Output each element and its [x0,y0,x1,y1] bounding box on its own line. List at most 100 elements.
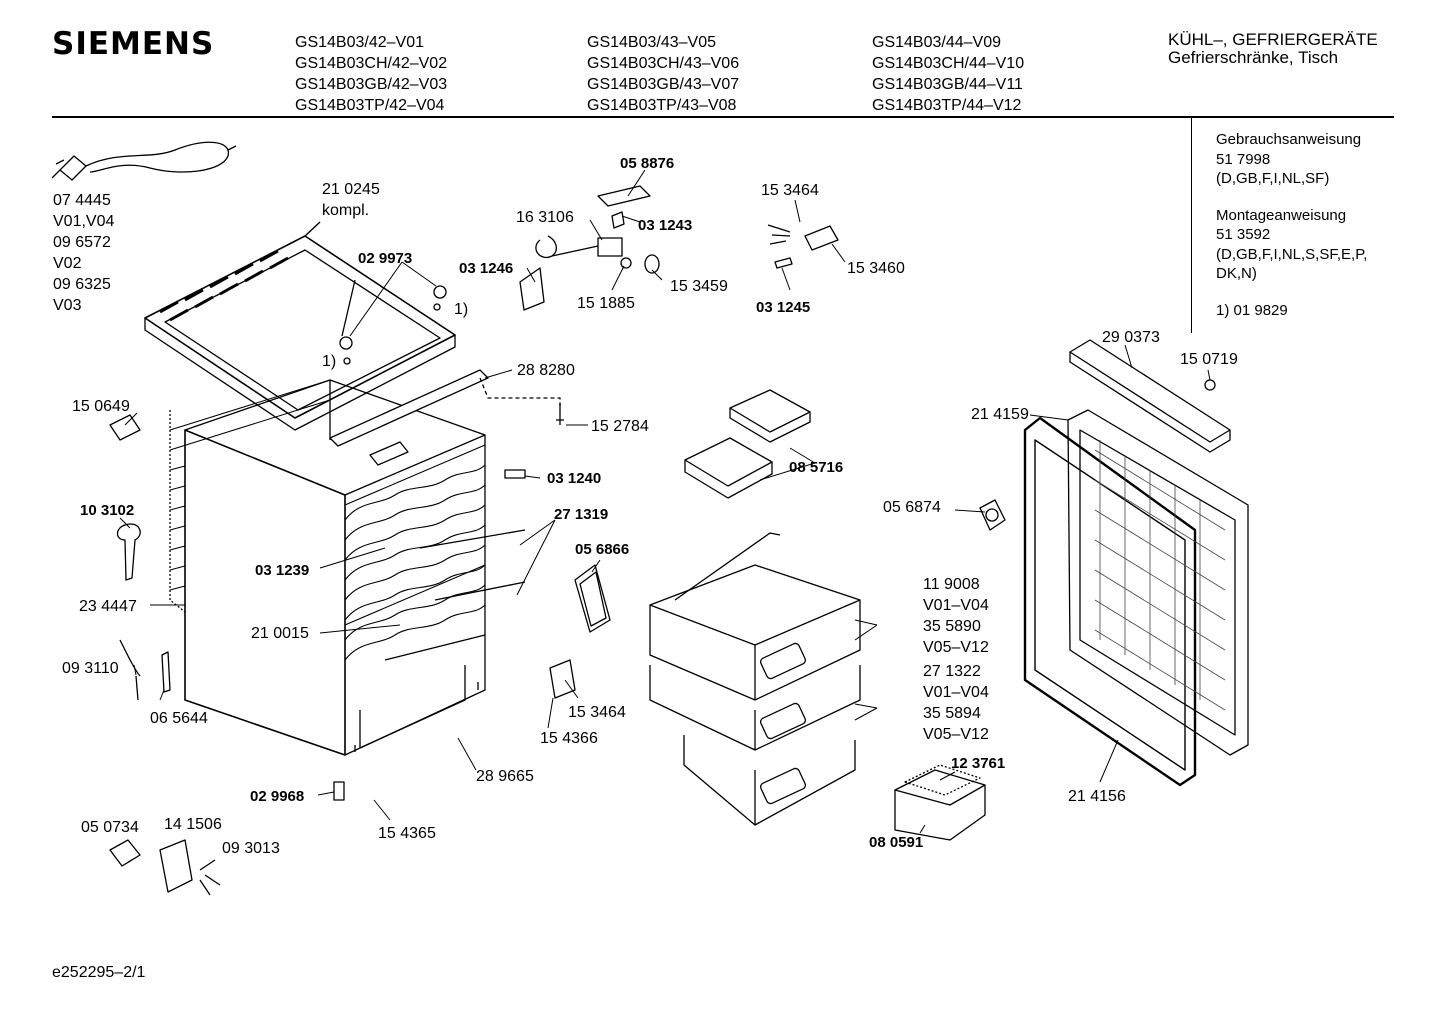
part-label: V01–V04 [923,597,989,614]
part-label: 15 1885 [577,295,635,312]
manual-number: 51 7998 [1216,150,1271,168]
fan-motor-drawing [109,839,221,896]
part-label: 08 5716 [789,459,843,476]
part-label: 27 1319 [554,506,608,523]
hinge-drawing [549,659,576,699]
model-item: GS14B03CH/44–V10 [872,55,1025,72]
part-label: 28 9665 [476,768,534,785]
part-label: 06 5644 [150,710,208,727]
part-label: 21 0015 [251,625,309,642]
part-label: V03 [53,297,82,314]
category-heading: KÜHL–, GEFRIERGERÄTE Gefrierschränke, Ti… [1168,31,1378,67]
part-label: 08 0591 [869,834,923,851]
part-label: 21 4159 [971,406,1029,423]
model-item: GS14B03CH/42–V02 [295,55,448,72]
part-label: 23 4447 [79,598,137,615]
part-label: 15 0649 [72,398,130,415]
evaporator-coils-drawing [344,444,486,661]
part-label: 15 0719 [1180,351,1238,368]
category-title: KÜHL–, GEFRIERGERÄTE [1168,30,1378,49]
part-label: 35 5890 [923,618,981,635]
part-label: 05 6866 [575,541,629,558]
install-languages: (D,GB,F,I,NL,S,SF,E,P, [1216,245,1368,263]
ice-tray-drawing [894,764,986,841]
part-labels: 07 4445 V01,V04 09 6572 V02 09 6325 V03 … [53,155,1238,857]
part-label: 10 3102 [80,502,134,519]
light-switch-drawing [767,224,839,269]
model-item: GS14B03GB/43–V07 [587,76,740,93]
footnote-marker: 1) [454,301,468,318]
part-label: 03 1240 [547,470,601,487]
docs-divider [1191,118,1192,333]
model-item: GS14B03GB/44–V11 [872,76,1023,93]
part-label: 15 3464 [761,182,819,199]
part-label: 12 3761 [951,755,1005,772]
part-label: 15 2784 [591,418,649,435]
model-item: GS14B03TP/43–V08 [587,97,737,114]
manual-languages: (D,GB,F,I,NL,SF) [1216,170,1330,187]
part-label: 09 3110 [62,660,119,677]
connector-dashed [479,377,561,410]
part-label: 09 6325 [53,276,111,293]
model-list-42: GS14B03/42–V01 GS14B03CH/42–V02 GS14B03G… [295,32,447,116]
part-label: 09 3013 [222,840,280,857]
fastener-drawing [339,279,447,365]
part-label: 11 9008 [923,576,980,593]
part-label: 27 1322 [923,663,981,680]
manual-title: Gebrauchsanweisung [1216,131,1362,148]
foot-drawing [333,781,345,801]
part-label: 16 3106 [516,209,574,226]
footnote-marker: 1) [322,353,336,370]
install-number: 51 3592 [1216,226,1271,243]
model-item: GS14B03/43–V05 [587,34,716,51]
part-label: 15 3459 [670,278,728,295]
part-label: 28 8280 [517,362,575,379]
part-label: 07 4445 [53,192,111,209]
shelf-rails-drawing [329,369,564,661]
part-label: 15 3464 [568,704,626,721]
part-label: 15 4365 [378,825,436,842]
part-label: 02 9973 [358,250,412,267]
part-label: 35 5894 [923,705,981,722]
part-label: 21 0245 [322,181,380,198]
part-label: 15 4366 [540,730,598,747]
model-item: GS14B03/42–V01 [295,34,424,51]
sensor-drawing [119,639,141,701]
part-label: kompl. [322,202,369,219]
part-label: 03 1245 [756,299,810,316]
handle-drawing [116,523,141,581]
install-languages-cont: DK,N) [1216,265,1257,282]
part-label: 09 6572 [53,234,111,251]
model-item: GS14B03TP/42–V04 [295,97,445,114]
power-cord-drawing [51,141,237,181]
install-title: Montageanweisung [1216,206,1347,224]
model-list-44: GS14B03/44–V09 GS14B03CH/44–V10 GS14B03G… [872,32,1024,116]
model-item: GS14B03CH/43–V06 [587,55,740,72]
part-label: 05 0734 [81,819,139,836]
freezer-drawers-drawing [649,532,861,826]
part-label: 05 6874 [883,499,941,516]
part-label: 03 1246 [459,260,513,277]
part-label: 02 9968 [250,788,304,805]
category-subtitle: Gefrierschränke, Tisch [1168,48,1339,67]
part-label: V05–V12 [923,639,989,656]
model-item: GS14B03/44–V09 [872,34,1001,51]
seal-plate-inner [579,571,607,627]
part-label: 05 8876 [620,155,674,172]
part-label: 03 1239 [255,562,309,579]
part-label: 21 4156 [1068,788,1126,805]
footnote: 1) 01 9829 [1216,301,1288,319]
part-label: 14 1506 [164,816,222,833]
cabinet-body-drawing [169,379,486,756]
brand-logo: SIEMENS [52,26,215,62]
model-item: GS14B03GB/42–V03 [295,76,448,93]
ice-packs-drawing [684,389,811,499]
document-code: e252295–2/1 [52,964,146,981]
part-label: 29 0373 [1102,329,1160,346]
part-label: V01–V04 [923,684,989,701]
header-divider [52,116,1394,118]
pin-drawing [161,651,171,693]
top-cover-drawing [144,221,456,431]
model-item: GS14B03TP/44–V12 [872,97,1022,114]
